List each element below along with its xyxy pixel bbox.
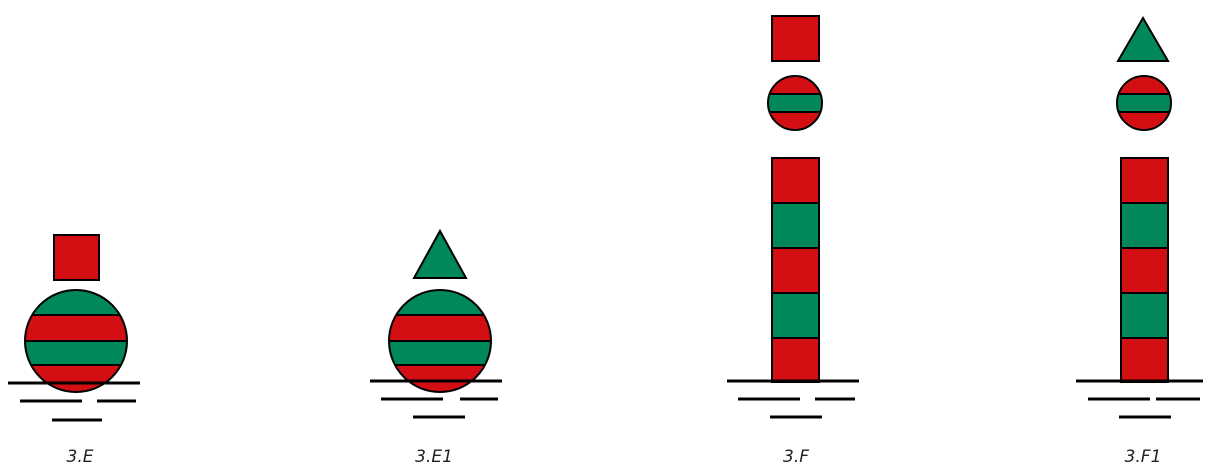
striped-pillar [1120,157,1169,383]
ground-line [1076,379,1203,419]
pillar-stripe-2 [1120,202,1169,249]
figure-label: 3.F1 [1125,447,1162,466]
ground-line [8,381,140,422]
spherical-buoy [24,289,128,393]
pillar-stripe-2 [771,202,820,249]
figure-3e1: 3.E1 [370,228,502,466]
square-topmark [771,15,820,62]
striped-pillar [771,157,820,383]
figure-3f1: 3.F1 [1076,16,1203,466]
pillar-stripe-1 [1120,157,1169,204]
pillar-stripe-4 [771,292,820,339]
spherical-daymark [1116,75,1172,131]
triangle-topmark [1116,16,1170,62]
buoy-stripe-3 [25,321,127,341]
buoy-stripe-3 [389,341,491,365]
triangle-topmark [412,228,468,279]
spherical-buoy [388,289,492,393]
pillar-stripe-5 [771,337,820,383]
spherical-daymark [767,75,823,131]
buoy-stripe-2 [389,315,491,341]
square-topmark [53,234,100,281]
pillar-stripe-5 [1120,337,1169,383]
pillar-stripe-1 [771,157,820,204]
figure-3e: 3.E [8,234,140,466]
buoy-stripe-4 [25,341,127,365]
ground-line [370,379,502,419]
pillar-stripe-3 [1120,247,1169,294]
figure-label: 3.E1 [415,447,453,466]
ground-line [727,379,859,419]
buoy-stripe-2 [25,315,127,321]
figure-3f: 3.F [727,15,859,466]
pillar-stripe-4 [1120,292,1169,339]
figure-label: 3.F [783,447,809,466]
figure-label: 3.E [67,447,94,466]
pillar-stripe-3 [771,247,820,294]
